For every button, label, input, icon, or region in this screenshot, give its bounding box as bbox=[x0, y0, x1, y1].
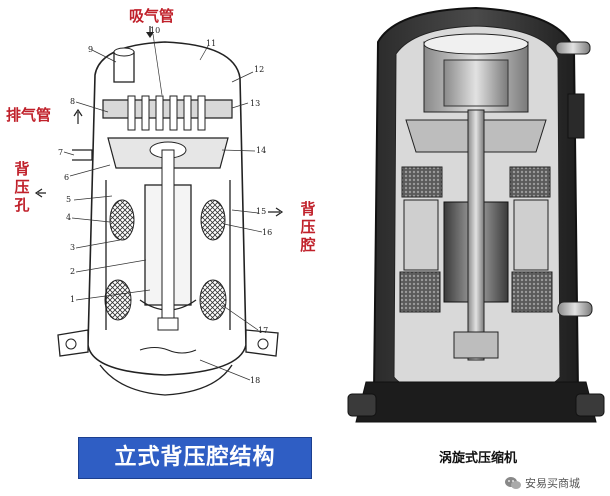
part-number-1: 1 bbox=[70, 295, 75, 304]
back-pressure-arrow bbox=[268, 207, 284, 217]
part-number-2: 2 bbox=[70, 267, 75, 276]
diagram-title: 立式背压腔结构 bbox=[114, 445, 276, 470]
compressor-photo bbox=[347, 6, 605, 423]
watermark-text: 安易买商城 bbox=[525, 477, 580, 490]
part-number-11: 11 bbox=[206, 39, 216, 48]
wechat-icon bbox=[505, 477, 521, 489]
back-pressure-chamber-label: 背压腔 bbox=[300, 200, 316, 254]
part-number-18: 18 bbox=[250, 376, 260, 385]
part-number-3: 3 bbox=[70, 243, 75, 252]
suction-pipe-label: 吸气管 bbox=[129, 7, 175, 25]
part-number-14: 14 bbox=[256, 146, 266, 155]
discharge-pipe-label: 排气管 bbox=[6, 106, 52, 124]
part-number-13: 13 bbox=[250, 99, 260, 108]
part-number-16: 16 bbox=[262, 228, 272, 237]
part-number-5: 5 bbox=[66, 195, 71, 204]
back-pressure-hole-arrow bbox=[34, 188, 46, 198]
back-pressure-hole-label: 背压孔 bbox=[14, 160, 30, 214]
part-number-7: 7 bbox=[58, 148, 63, 157]
watermark: 安易买商城 bbox=[505, 474, 580, 492]
part-number-12: 12 bbox=[254, 65, 264, 74]
compressor-schematic: 9 10 11 12 13 14 15 16 17 18 8 7 6 5 4 3… bbox=[34, 26, 284, 396]
part-number-17: 17 bbox=[258, 326, 268, 335]
part-number-9: 9 bbox=[88, 45, 93, 54]
part-number-15: 15 bbox=[256, 207, 266, 216]
discharge-arrow bbox=[73, 108, 83, 124]
part-number-10: 10 bbox=[150, 26, 160, 35]
photo-caption: 涡旋式压缩机 bbox=[438, 451, 517, 466]
suction-arrowhead bbox=[146, 32, 154, 38]
title-banner: 立式背压腔结构 bbox=[78, 437, 312, 479]
part-number-4: 4 bbox=[66, 213, 71, 222]
part-number-8: 8 bbox=[70, 97, 75, 106]
part-number-6: 6 bbox=[64, 173, 69, 182]
